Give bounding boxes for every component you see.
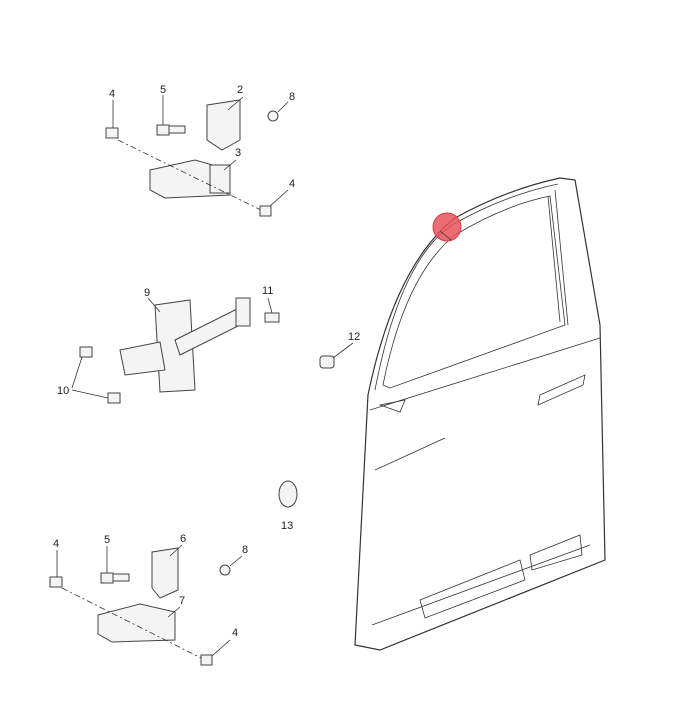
callout-13: 13 bbox=[281, 520, 294, 532]
door-check-group bbox=[71, 297, 354, 508]
callout-3: 3 bbox=[235, 147, 242, 159]
hinge-7 bbox=[97, 603, 176, 643]
bolt-4 bbox=[105, 127, 119, 139]
seal-13 bbox=[278, 480, 298, 508]
callout-4: 4 bbox=[109, 88, 116, 100]
callout-6: 6 bbox=[180, 533, 187, 545]
nut-8 bbox=[267, 110, 279, 122]
callout-9: 9 bbox=[144, 287, 151, 299]
callout-4: 4 bbox=[232, 627, 239, 639]
plug-12 bbox=[319, 355, 335, 369]
bolt-11 bbox=[264, 312, 280, 323]
bolt-4b bbox=[259, 205, 272, 217]
callout-7: 7 bbox=[179, 595, 186, 607]
callout-4: 4 bbox=[289, 178, 296, 190]
callout-5: 5 bbox=[104, 534, 111, 546]
hinge-6 bbox=[151, 547, 179, 599]
callout-2: 2 bbox=[237, 84, 244, 96]
callout-10: 10 bbox=[57, 385, 70, 397]
callout-12: 12 bbox=[348, 331, 361, 343]
lower-hinge-group bbox=[49, 544, 243, 666]
front-door-shell bbox=[354, 177, 606, 651]
callout-8: 8 bbox=[289, 91, 296, 103]
callout-5: 5 bbox=[160, 84, 167, 96]
callout-4: 4 bbox=[53, 538, 60, 550]
callout-8: 8 bbox=[242, 544, 249, 556]
bolt-10b bbox=[107, 392, 121, 404]
highlight-marker bbox=[432, 212, 462, 242]
callout-11: 11 bbox=[262, 285, 274, 297]
bolt-5 bbox=[156, 124, 170, 136]
bolt-10a bbox=[79, 346, 93, 358]
hinge-2 bbox=[206, 99, 241, 151]
upper-hinge-group bbox=[105, 95, 289, 217]
